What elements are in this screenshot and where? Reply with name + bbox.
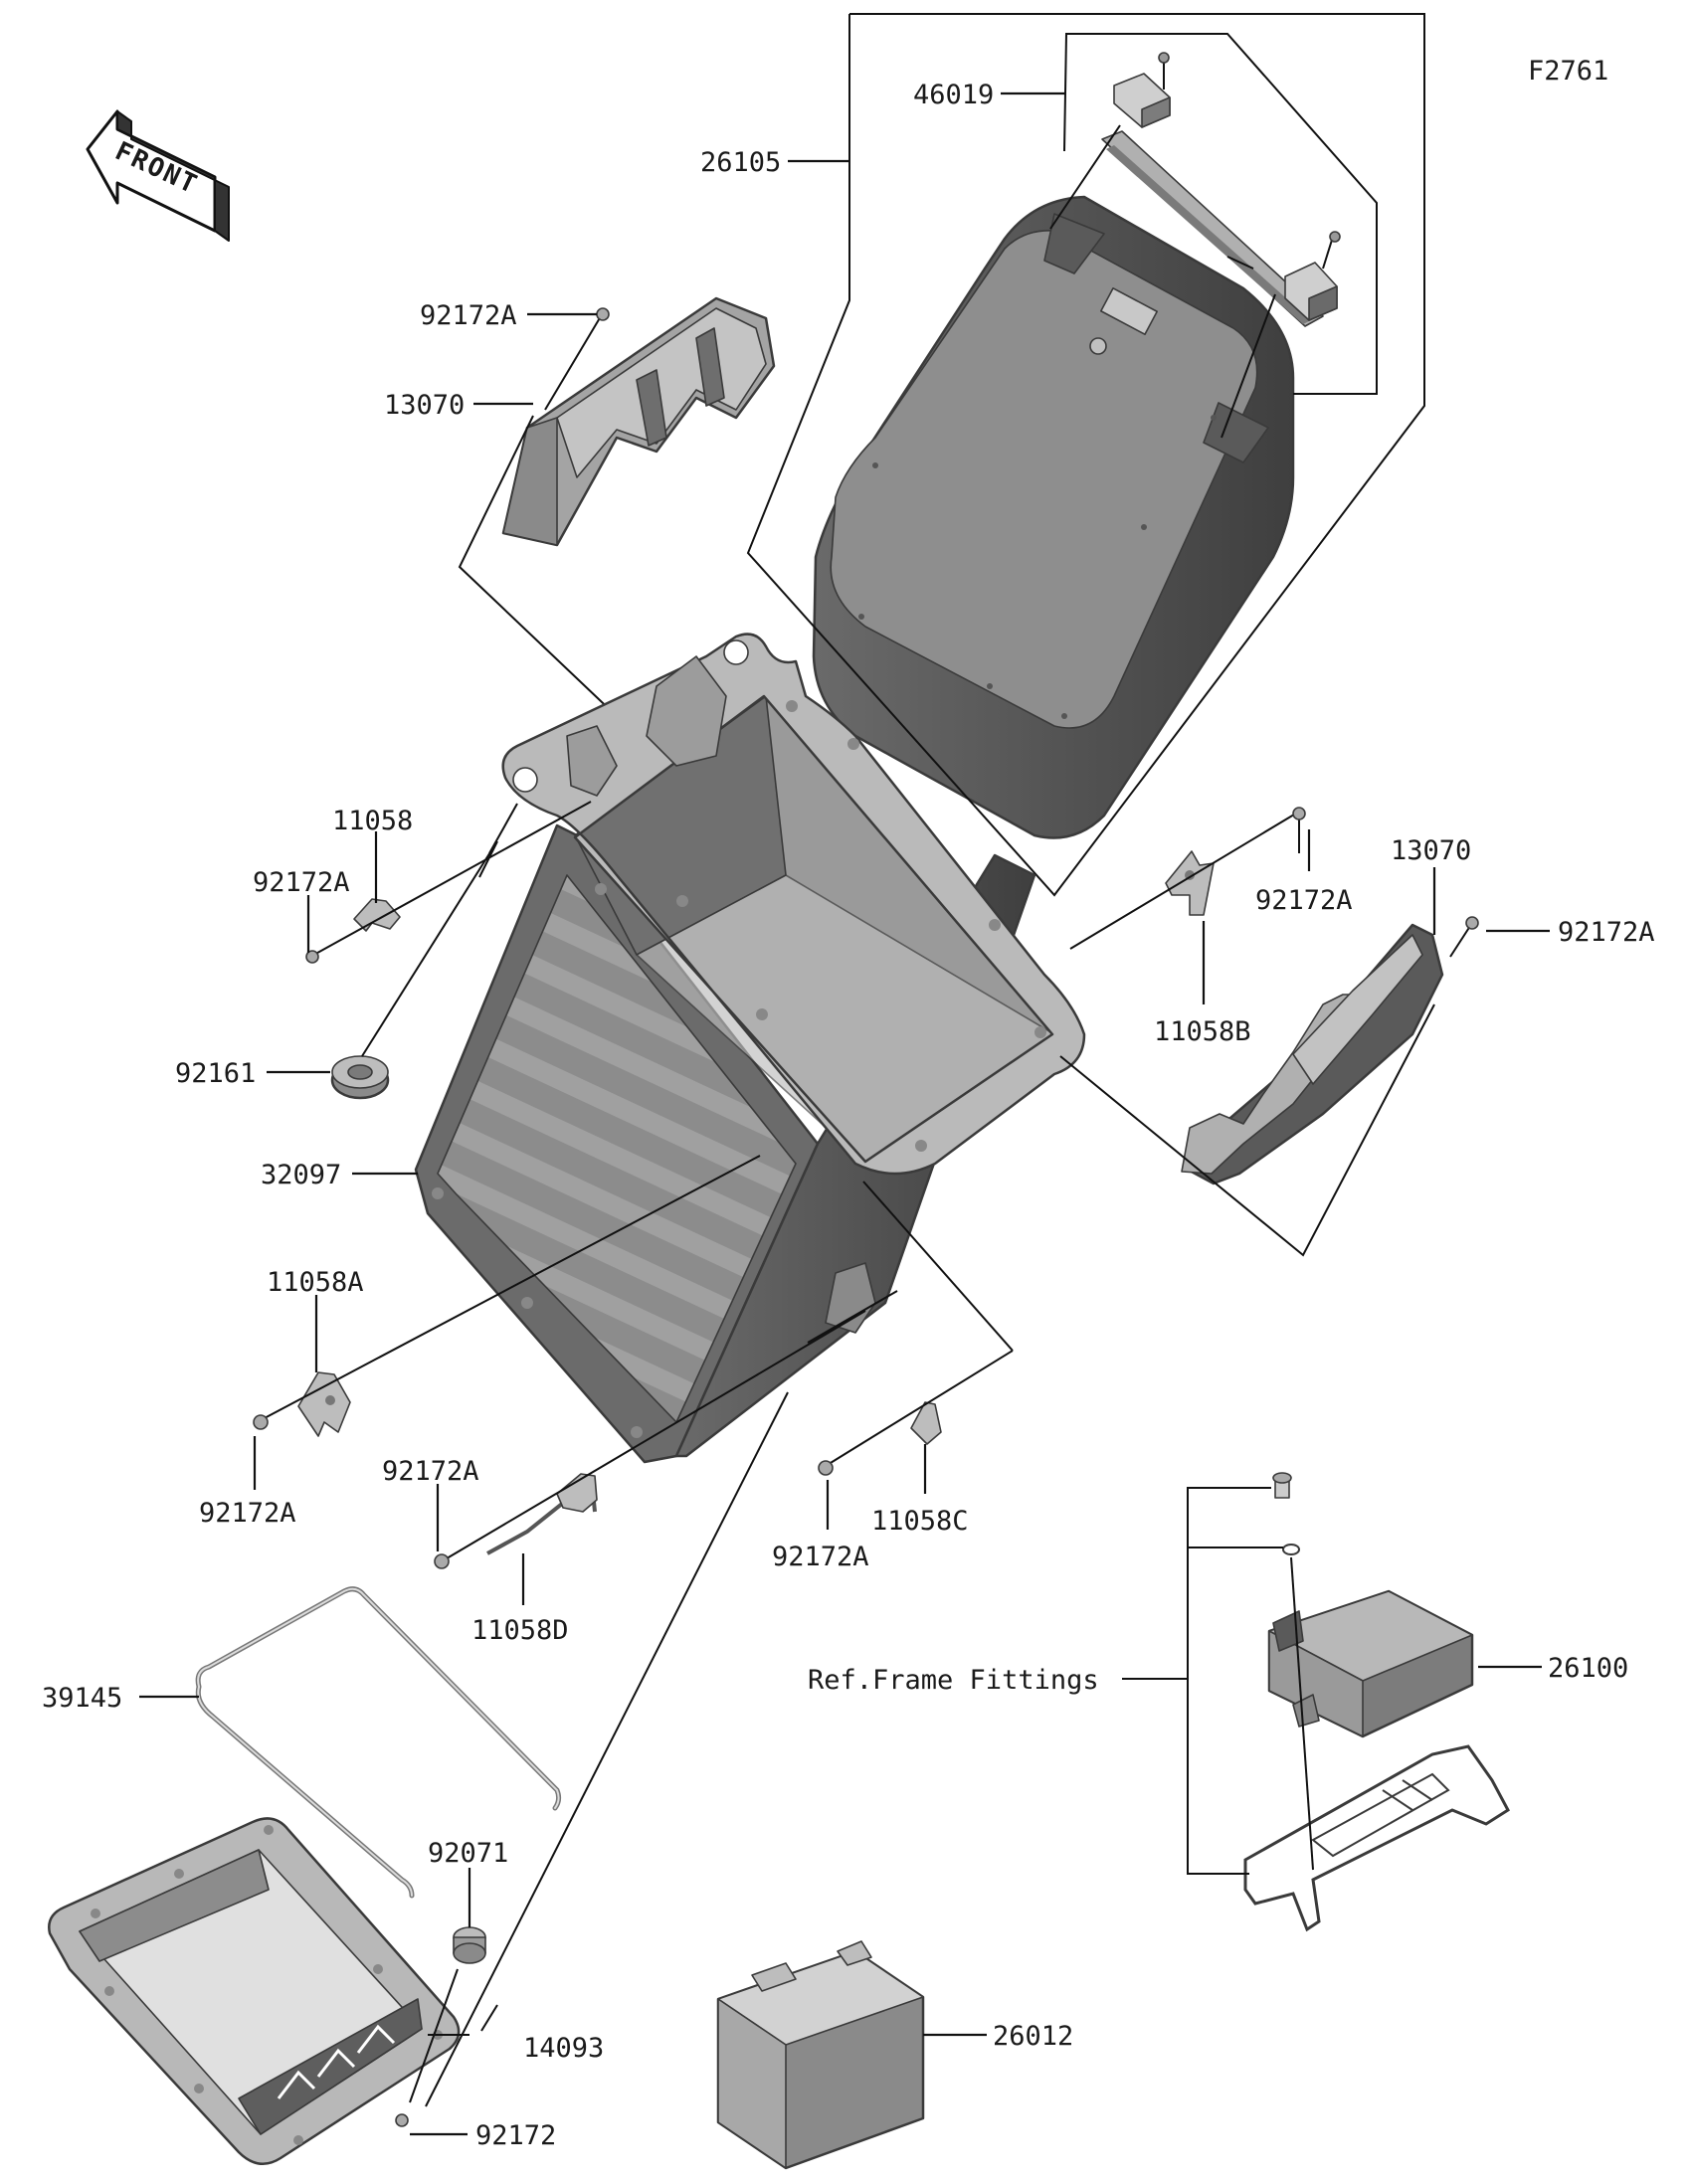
label-39145: 39145 [42, 1683, 122, 1714]
battery-box-32097 [414, 633, 1086, 1464]
collar-92071 [453, 1926, 486, 1964]
bracket-frame-fitting [1243, 1744, 1510, 1932]
label-26100: 26100 [1548, 1653, 1628, 1684]
bracket-11058C [910, 1401, 942, 1445]
battery-case-26105 [812, 195, 1295, 839]
label-92071: 92071 [428, 1838, 508, 1869]
strip-46019 [1101, 52, 1341, 327]
label-13070-1: 13070 [384, 390, 465, 421]
bracket-11058D [486, 1473, 598, 1555]
label-92172A-6: 92172A [382, 1456, 479, 1487]
label-92172A-3: 92172A [1255, 885, 1353, 916]
bolt-ref-frame [1272, 1472, 1292, 1499]
label-92172A-1: 92172A [420, 300, 517, 331]
figure-code: F2761 [1528, 56, 1608, 87]
screw-92172 [395, 2113, 409, 2127]
label-26105: 26105 [700, 147, 781, 178]
washer-ref-frame [1282, 1544, 1300, 1555]
label-13070-2: 13070 [1391, 835, 1471, 866]
label-11058C: 11058C [871, 1506, 969, 1537]
label-92172A-7: 92172A [772, 1542, 869, 1572]
bracket-11058 [353, 898, 401, 932]
label-32097: 32097 [261, 1160, 341, 1190]
cover-13070-upper [501, 296, 776, 547]
label-92172A-4: 92172A [1558, 917, 1655, 948]
label-92161: 92161 [175, 1058, 256, 1089]
label-11058A: 11058A [267, 1267, 364, 1298]
front-arrow-icon: FRONT [86, 109, 230, 242]
label-ref-frame-fittings: Ref.Frame Fittings [808, 1665, 1099, 1696]
control-unit-26100 [1267, 1589, 1474, 1738]
label-46019: 46019 [913, 80, 994, 110]
bracket-11058B [1165, 850, 1215, 916]
grommet-92161 [330, 1055, 390, 1100]
label-11058B: 11058B [1154, 1016, 1251, 1047]
tray-14093 [48, 1817, 461, 2165]
label-14093: 14093 [523, 2033, 604, 2064]
battery-26012 [716, 1940, 925, 2170]
label-92172: 92172 [475, 2120, 556, 2151]
label-11058: 11058 [332, 806, 413, 836]
label-26012: 26012 [993, 2021, 1073, 2052]
label-92172A-5: 92172A [199, 1498, 296, 1529]
cover-13070-right [1181, 923, 1444, 1185]
bracket-11058A [297, 1371, 351, 1437]
label-11058D: 11058D [471, 1615, 569, 1646]
label-92172A-2: 92172A [253, 867, 350, 898]
